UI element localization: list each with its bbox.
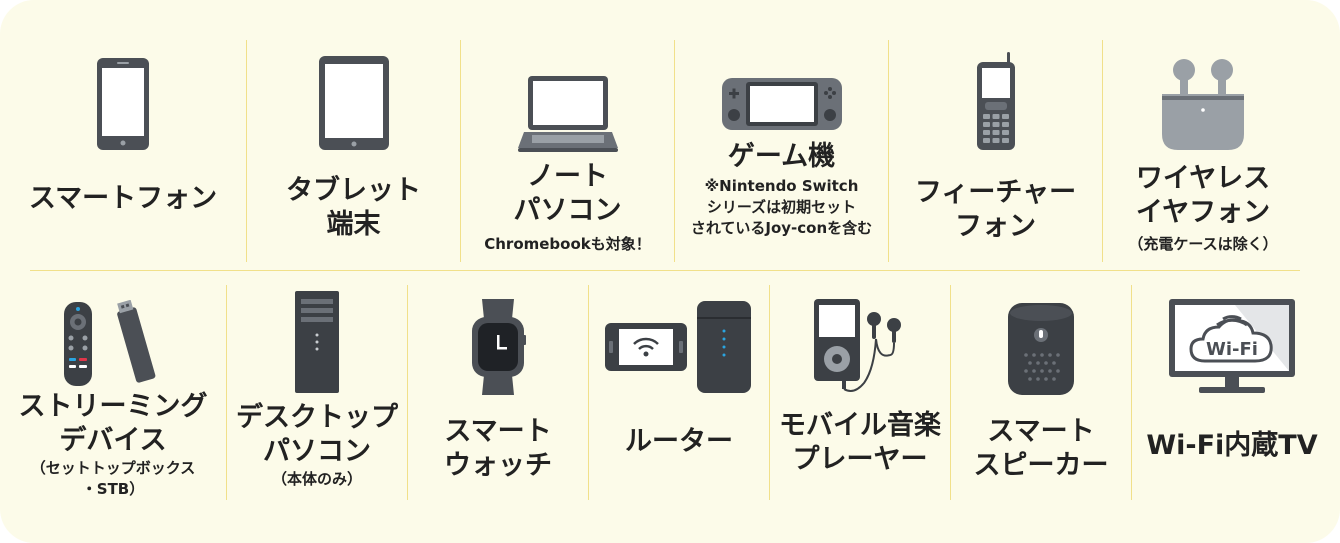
device-label: デスクトップ パソコン <box>236 401 398 469</box>
wireless-earbuds-icon <box>1160 40 1246 152</box>
smartphone-icon <box>93 40 153 152</box>
device-laptop: ノート パソコン Chromebookも対象！ <box>460 40 674 262</box>
label-line: パソコン <box>263 436 371 467</box>
bottom-device-row: ストリーミング デバイス （セットトップボックス ・STB） <box>0 285 1332 500</box>
note-line: Chromebookも対象！ <box>484 235 651 253</box>
label-line: タブレット <box>286 175 421 206</box>
streaming-stick-icon <box>58 285 168 388</box>
device-label: スマートフォン <box>29 182 217 216</box>
device-label: フィーチャー フォン <box>915 176 1076 244</box>
label-line: ストリーミング <box>18 391 208 422</box>
note-line: （充電ケースは除く） <box>1128 235 1278 253</box>
laptop-icon <box>517 40 618 152</box>
device-smart-speaker: スマート スピーカー <box>950 285 1131 500</box>
device-note: Chromebookも対象！ <box>484 234 651 255</box>
label-line: パソコン <box>513 195 622 226</box>
label-line: イヤフォン <box>1135 197 1271 228</box>
device-label: ノート パソコン <box>514 160 622 228</box>
label-line: ウォッチ <box>444 450 552 481</box>
note-line: シリーズは初期セット <box>706 198 857 216</box>
note-line: されているJoy-conを含む <box>690 219 873 237</box>
tablet-icon <box>317 40 391 152</box>
device-label: スマート ウォッチ <box>444 415 552 483</box>
desktop-tower-icon <box>293 285 341 395</box>
label-line: スピーカー <box>973 450 1109 481</box>
label-line: ワイヤレス <box>1135 163 1271 194</box>
device-router: ルーター <box>588 285 769 500</box>
label-line: ノート <box>527 161 608 192</box>
router-icon <box>605 285 753 395</box>
device-note: （セットトップボックス ・STB） <box>31 458 196 500</box>
label-line: デスクトップ <box>236 402 398 433</box>
label-line: スマート <box>444 416 552 447</box>
device-smartwatch: スマート ウォッチ <box>407 285 588 500</box>
device-label: ワイヤレス イヤフォン <box>1136 162 1270 230</box>
feature-phone-icon <box>973 40 1019 152</box>
label-line: フォン <box>954 211 1036 242</box>
device-label: ゲーム機 <box>728 140 835 174</box>
device-note: ※Nintendo Switch シリーズは初期セット されているJoy-con… <box>691 176 872 239</box>
device-label: ストリーミング デバイス <box>19 390 208 458</box>
device-smartphone: スマートフォン <box>0 40 246 262</box>
label-line: プレーヤー <box>792 444 928 475</box>
smartwatch-icon <box>470 285 526 395</box>
label-line: ルーター <box>625 426 733 457</box>
label-line: デバイス <box>59 425 167 456</box>
note-line: ・STB） <box>81 480 145 498</box>
device-label: ルーター <box>625 425 733 459</box>
row-divider <box>30 270 1300 271</box>
device-tablet: タブレット 端末 <box>246 40 460 262</box>
device-note: （充電ケースは除く） <box>1128 234 1277 255</box>
label-line: Wi-Fi内蔵TV <box>1146 430 1318 461</box>
top-device-row: スマートフォン タブレット 端末 <box>0 40 1303 262</box>
device-label: Wi-Fi内蔵TV <box>1146 429 1317 463</box>
device-wireless-earbuds: ワイヤレス イヤフォン （充電ケースは除く） <box>1102 40 1303 262</box>
device-streaming: ストリーミング デバイス （セットトップボックス ・STB） <box>0 285 226 500</box>
device-label: スマート スピーカー <box>974 415 1109 483</box>
music-player-icon <box>814 285 906 395</box>
device-label: モバイル音楽 プレーヤー <box>779 409 941 477</box>
device-feature-phone: フィーチャー フォン <box>888 40 1102 262</box>
note-line: （本体のみ） <box>271 470 362 488</box>
device-note: （本体のみ） <box>272 469 362 490</box>
label-line: スマートフォン <box>28 183 218 214</box>
note-line: （セットトップボックス <box>30 459 196 477</box>
device-game-console: ゲーム機 ※Nintendo Switch シリーズは初期セット されているJo… <box>674 40 888 262</box>
smart-speaker-icon <box>1008 285 1074 395</box>
wifi-tv-icon: Wi-Fi <box>1169 285 1295 395</box>
label-line: 端末 <box>326 209 381 240</box>
note-line: ※Nintendo Switch <box>704 177 859 195</box>
label-line: フィーチャー <box>914 177 1077 208</box>
device-label: タブレット 端末 <box>286 174 421 242</box>
device-wifi-tv: Wi-Fi Wi-Fi内蔵TV <box>1131 285 1332 500</box>
device-desktop: デスクトップ パソコン （本体のみ） <box>226 285 407 500</box>
game-console-icon <box>721 40 842 132</box>
label-line: スマート <box>987 416 1095 447</box>
label-line: ゲーム機 <box>727 141 836 172</box>
device-music-player: モバイル音楽 プレーヤー <box>769 285 950 500</box>
label-line: モバイル音楽 <box>779 410 941 441</box>
wifi-tv-icon-text: Wi-Fi <box>1206 339 1258 360</box>
